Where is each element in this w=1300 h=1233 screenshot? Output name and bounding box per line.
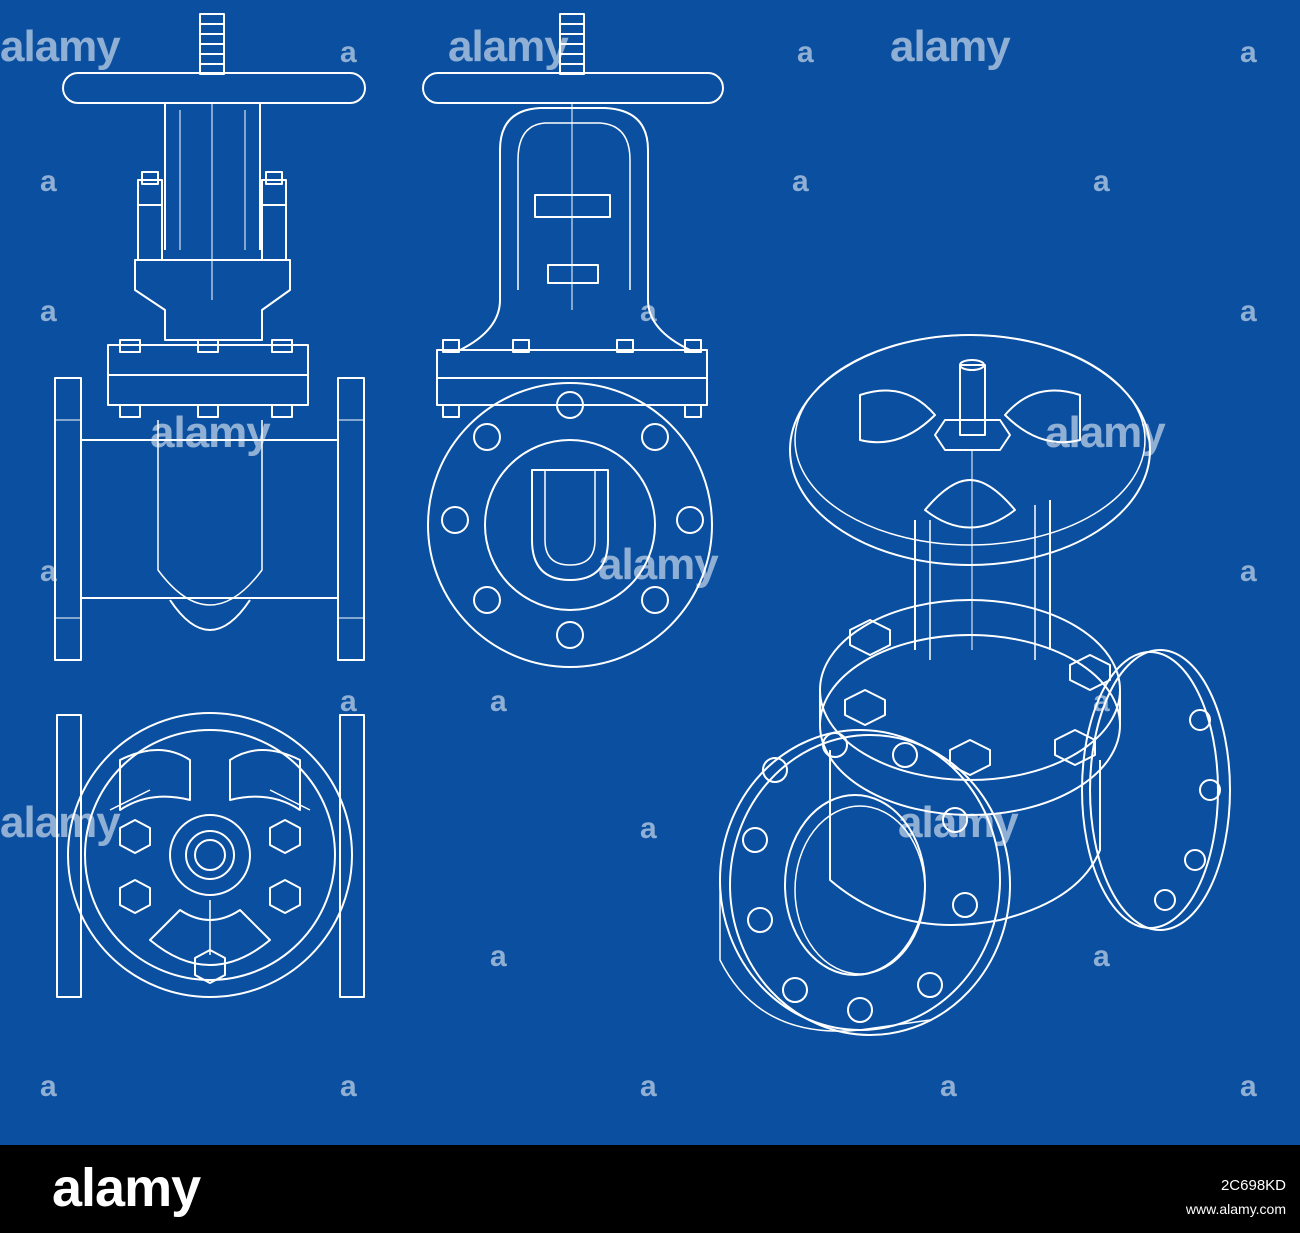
valve-front-view [54,13,366,661]
blueprint-canvas: alamy a alamy a alamy a a a a a a a alam… [0,0,1300,1145]
valve-isometric-view [719,334,1231,1036]
site-url: www.alamy.com [1185,1201,1286,1217]
valve-top-view [56,712,365,998]
valve-side-view [422,13,724,668]
image-id: 2C698KD [1220,1177,1286,1194]
alamy-logo: alamy [52,1158,201,1218]
footer-bar: alamy 2C698KD www.alamy.com [0,1145,1300,1233]
valve-drawings [54,13,1231,1036]
